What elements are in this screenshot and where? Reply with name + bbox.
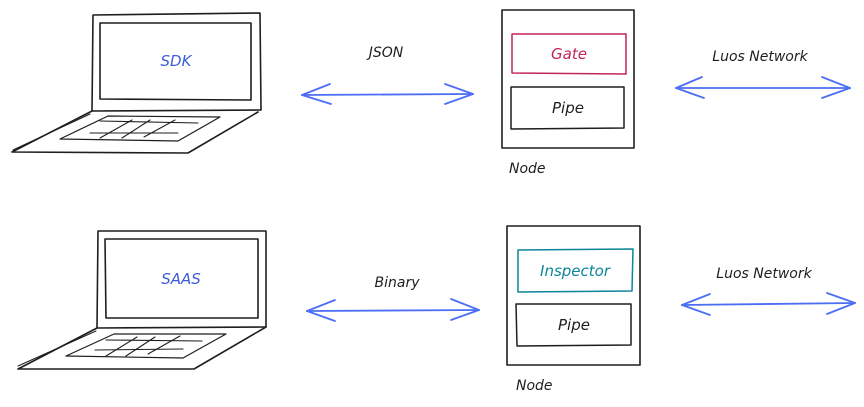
pipe-label: Pipe	[552, 99, 584, 117]
bidirectional-arrow-network	[675, 76, 851, 99]
pipe-block: Pipe	[510, 86, 625, 130]
client-label-sdk: SDK	[161, 52, 193, 70]
client-label-saas: SAAS	[161, 270, 201, 288]
bidirectional-arrow-binary	[306, 298, 480, 322]
link-label-json: JSON	[366, 45, 404, 61]
node-box-inspector: Inspector Pipe	[506, 225, 641, 366]
row-saas: SAAS Binary Inspector Pipe Node Luos Net…	[17, 225, 856, 394]
inspector-label: Inspector	[540, 262, 611, 280]
laptop-icon	[17, 230, 267, 370]
laptop-icon	[11, 12, 262, 154]
gate-block: Gate	[511, 33, 627, 75]
pipe-label: Pipe	[558, 316, 590, 334]
bidirectional-arrow-network	[681, 292, 856, 316]
gate-label: Gate	[551, 45, 587, 63]
row-sdk: SDK JSON Gate Pipe Node Luos Network	[11, 9, 851, 177]
link-label-binary: Binary	[375, 275, 421, 291]
bidirectional-arrow-json	[301, 83, 474, 105]
node-caption: Node	[509, 161, 546, 177]
network-label: Luos Network	[716, 266, 812, 282]
inspector-block: Inspector	[517, 248, 634, 293]
node-box-gate: Gate Pipe	[501, 9, 635, 149]
pipe-block: Pipe	[515, 303, 632, 347]
node-caption: Node	[516, 378, 553, 394]
network-label: Luos Network	[712, 49, 808, 65]
